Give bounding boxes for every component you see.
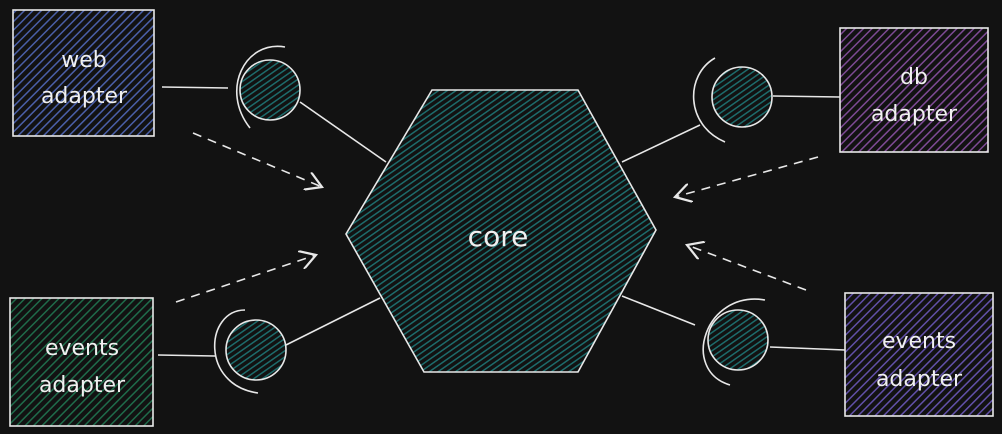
- port-circle: [711, 66, 773, 128]
- connector-events-left-core: [285, 297, 381, 346]
- dependency-arrow-db: [675, 156, 819, 197]
- dependency-arrow-web: [192, 132, 322, 187]
- dependency-arrow-events-left: [175, 255, 316, 303]
- core-hexagon: [345, 89, 657, 373]
- port-events-right: [702, 298, 769, 386]
- db-adapter-label-2: adapter: [871, 102, 958, 127]
- port-events-left: [213, 309, 287, 394]
- connector-events-right: [769, 346, 846, 351]
- events-adapter-left: events adapter: [9, 297, 154, 427]
- connector-web: [161, 86, 229, 89]
- connector-db: [772, 95, 841, 98]
- web-adapter: web adapter: [12, 9, 155, 137]
- socket-icon: [213, 309, 259, 394]
- web-adapter-label-1: web: [61, 48, 107, 73]
- events-adapter-right: events adapter: [844, 292, 994, 417]
- db-adapter-label-1: db: [900, 65, 928, 90]
- port-db: [692, 57, 773, 143]
- socket-icon: [692, 57, 726, 143]
- core-label: core: [468, 220, 529, 253]
- port-circle: [239, 59, 301, 121]
- db-adapter: db adapter: [839, 27, 989, 153]
- socket-icon: [702, 298, 766, 386]
- connector-events-left: [157, 354, 216, 357]
- events-left-label-1: events: [45, 336, 119, 361]
- events-right-label-1: events: [882, 329, 956, 354]
- connector-db-core: [621, 124, 701, 163]
- web-adapter-label-2: adapter: [41, 84, 128, 109]
- socket-icon: [235, 45, 286, 129]
- port-circle: [707, 309, 769, 371]
- connector-web-core: [299, 101, 387, 163]
- port-web: [235, 45, 301, 129]
- events-left-label-2: adapter: [39, 373, 126, 398]
- port-circle: [225, 319, 287, 381]
- dependency-arrow-events-right: [687, 245, 807, 291]
- events-right-label-2: adapter: [876, 367, 963, 392]
- connector-events-right-core: [621, 295, 696, 326]
